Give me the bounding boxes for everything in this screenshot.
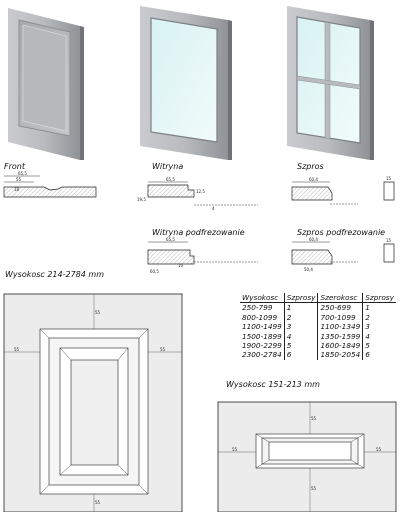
large-dim-right: 55 xyxy=(160,347,166,352)
table-cell: 6 xyxy=(365,350,370,360)
table-cell: 1100-1349 xyxy=(317,322,364,332)
table-cell: 1600-1849 xyxy=(317,341,364,351)
large-dim-left: 55 xyxy=(14,347,20,352)
wfrez-dim-b: 60,5 xyxy=(150,269,159,274)
table-header-cell: Wysokosc xyxy=(240,293,285,304)
door-renderings xyxy=(8,6,374,160)
sfrez-dim-b: 50,4 xyxy=(304,267,313,272)
table-cell: 800-1099 xyxy=(240,312,285,323)
witryna-profile-drawing: 65,5 12,5 19,5 4 xyxy=(137,177,258,211)
small-door-drawing: 55 55 55 55 xyxy=(217,401,397,512)
table-header-cell: Szprosy xyxy=(284,293,319,304)
table-cell: 1350-1599 xyxy=(317,331,364,342)
table-cell: 4 xyxy=(284,331,319,342)
witryna-frez-profile-drawing: 65,5 60,5 10 xyxy=(147,237,258,274)
table-cell: 1 xyxy=(365,303,370,313)
witryna-profile-label: Witryna xyxy=(152,162,184,171)
table-cell: 2 xyxy=(365,312,370,322)
small-dim-bottom: 55 xyxy=(311,486,317,491)
large-dim-bottom: 55 xyxy=(95,500,101,505)
witryna-dim-a: 65,5 xyxy=(166,177,175,182)
small-dim-right: 55 xyxy=(376,447,382,452)
szpros-dim-b: 15 xyxy=(386,176,392,181)
table-cell: 250-699 xyxy=(317,302,364,313)
szpros-profile-drawing: 60,4 15 xyxy=(291,176,395,205)
large-dim-top: 55 xyxy=(95,310,101,315)
table-cell: 2300-2784 xyxy=(240,350,285,360)
front-door-render xyxy=(8,8,84,160)
front-dim-a: 65,5 xyxy=(18,171,27,176)
szpros-dim-a: 60,4 xyxy=(309,177,318,182)
table-cell: 3 xyxy=(284,322,319,332)
large-door-title: Wysokosc 214-2784 mm xyxy=(5,270,104,279)
witryna-dim-c: 19,5 xyxy=(137,197,146,202)
small-door-title: Wysokosc 151-213 mm xyxy=(226,380,320,389)
small-dim-left: 55 xyxy=(232,447,238,452)
table-cell: 700-1099 xyxy=(317,312,364,323)
front-dim-b: 55 xyxy=(16,177,22,182)
table-header-cell: Szprosy xyxy=(362,293,396,304)
table-cell: 1500-1899 xyxy=(240,331,285,342)
table-cell: 1100-1499 xyxy=(240,322,285,332)
table-cell: 1900-2299 xyxy=(240,341,285,351)
wfrez-dim-c: 10 xyxy=(178,263,184,268)
front-profile-drawing: 65,5 55 18 xyxy=(3,171,97,198)
table-cell: 1850-2054 xyxy=(317,350,364,360)
witryna-dim-b: 12,5 xyxy=(196,189,205,194)
witryna-dim-d: 4 xyxy=(212,206,215,211)
sfrez-dim-a: 60,4 xyxy=(309,237,318,242)
witryna-door-render xyxy=(140,6,232,160)
table-cell: 6 xyxy=(284,350,319,360)
table-cell: 250-799 xyxy=(240,302,285,313)
table-cell: 1 xyxy=(284,302,319,313)
small-dim-top: 55 xyxy=(311,416,317,421)
table-cell: 5 xyxy=(284,341,319,351)
table-cell: 2 xyxy=(284,312,319,323)
table-header-cell: Szerokosc xyxy=(317,293,364,304)
witryna-frez-profile-label: Witryna podfrezowanie xyxy=(152,228,245,237)
table-cell: 5 xyxy=(365,341,370,351)
sizes-table: Wysokosc Szprosy Szerokosc Szprosy 250-7… xyxy=(240,293,396,360)
table-header-row: Wysokosc Szprosy Szerokosc Szprosy xyxy=(240,293,396,304)
szpros-door-render xyxy=(287,6,374,160)
profile-sections: 65,5 55 18 65,5 12,5 19,5 4 60,4 15 65,5… xyxy=(3,171,395,274)
table-cell: 3 xyxy=(365,322,370,332)
wfrez-dim-a: 65,5 xyxy=(166,237,175,242)
szpros-frez-profile-label: Szpros podfrezowanie xyxy=(297,228,386,237)
table-cell: 4 xyxy=(365,331,370,341)
front-profile-label: Front xyxy=(4,162,25,171)
large-door-drawing: 55 55 55 55 xyxy=(3,293,183,512)
sfrez-dim-c: 15 xyxy=(386,238,392,243)
szpros-profile-label: Szpros xyxy=(297,162,324,171)
szpros-frez-profile-drawing: 60,4 50,4 15 xyxy=(291,237,395,272)
